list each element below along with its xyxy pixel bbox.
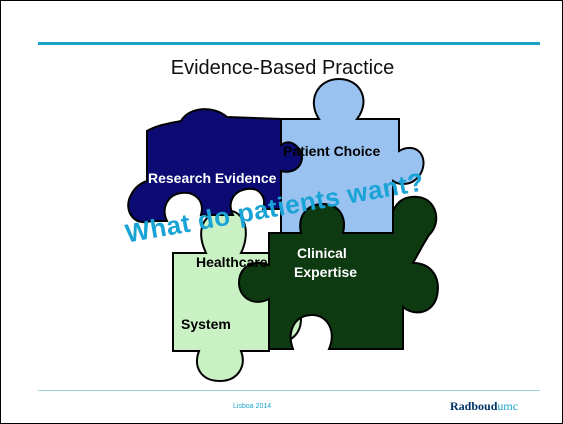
label-system: System (181, 316, 231, 332)
label-clinical: Clinical (297, 245, 347, 261)
puzzle-piece-research-evidence (127, 108, 303, 224)
label-patient-choice: Patient Choice (283, 143, 380, 159)
logo-text-part1: Radboud (450, 399, 498, 413)
top-divider (38, 42, 540, 45)
label-research-evidence: Research Evidence (148, 170, 277, 186)
label-expertise: Expertise (294, 264, 357, 280)
diagram-title: Evidence-Based Practice (170, 57, 395, 79)
label-healthcare: Healthcare (196, 254, 268, 270)
logo-text-part2: umc (497, 399, 519, 413)
radboudumc-logo: Radboudumc (450, 399, 518, 414)
footer-location-year: Lisboa 2014 (233, 403, 272, 410)
bottom-divider (38, 390, 540, 391)
